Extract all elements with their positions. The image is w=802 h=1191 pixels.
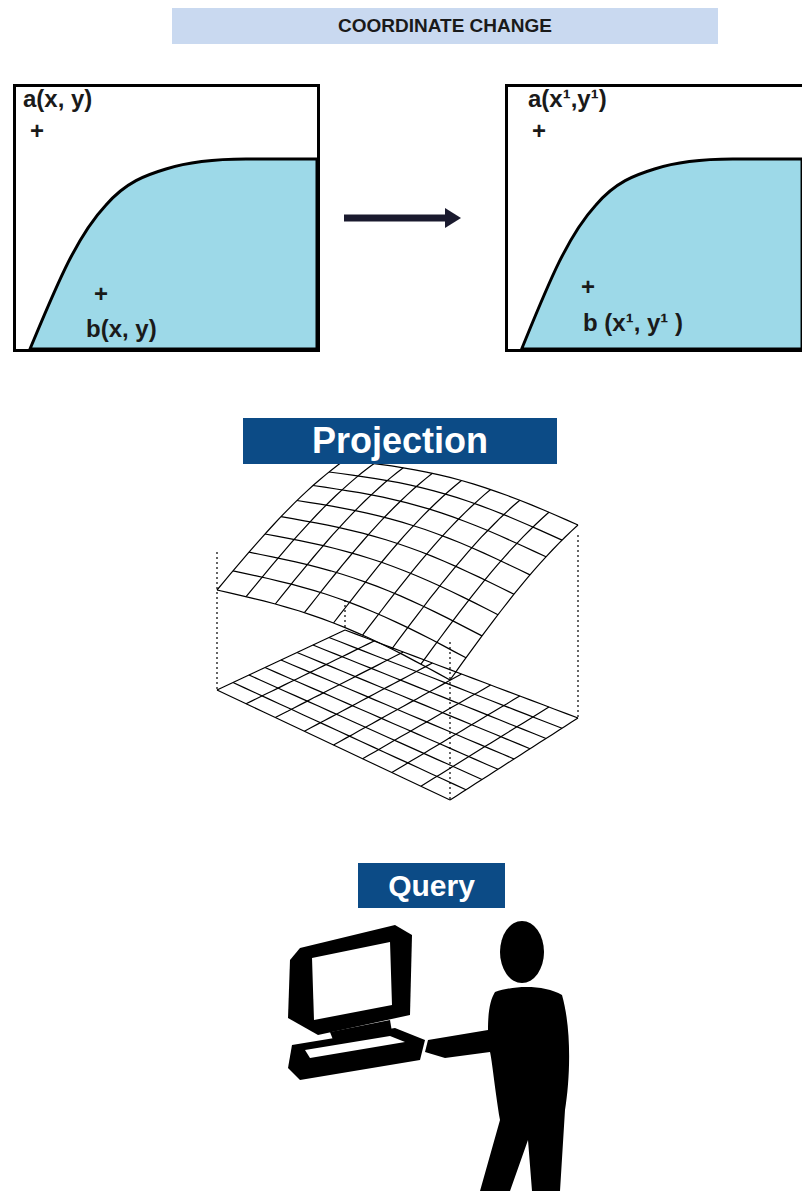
map-box: a(x¹,y¹) + + b (x¹, y¹ ) <box>505 84 802 352</box>
label-text: Projection <box>312 420 488 462</box>
point-label: a(x¹,y¹) <box>528 85 607 113</box>
title-text: COORDINATE CHANGE <box>338 15 552 37</box>
connector-arrow <box>344 208 461 228</box>
title-band: COORDINATE CHANGE <box>172 8 718 44</box>
label-text: Query <box>388 869 475 903</box>
computer-icon <box>288 925 425 1080</box>
point-label: b (x¹, y¹ ) <box>583 309 683 337</box>
projection-guides <box>217 535 578 800</box>
projection-label: Projection <box>243 418 557 464</box>
point-marker: + <box>532 117 546 145</box>
map-box: a(x, y) + + b(x, y) <box>13 84 320 352</box>
shaded-region <box>30 159 317 349</box>
point-label: a(x, y) <box>23 85 92 113</box>
region-shape <box>16 87 317 349</box>
query-label: Query <box>358 863 505 908</box>
point-label: b(x, y) <box>86 315 157 343</box>
projection-grid <box>217 460 578 800</box>
point-marker: + <box>94 280 108 308</box>
point-marker: + <box>581 273 595 301</box>
point-marker: + <box>30 117 44 145</box>
shaded-region <box>522 159 802 349</box>
person-icon <box>425 921 569 1191</box>
